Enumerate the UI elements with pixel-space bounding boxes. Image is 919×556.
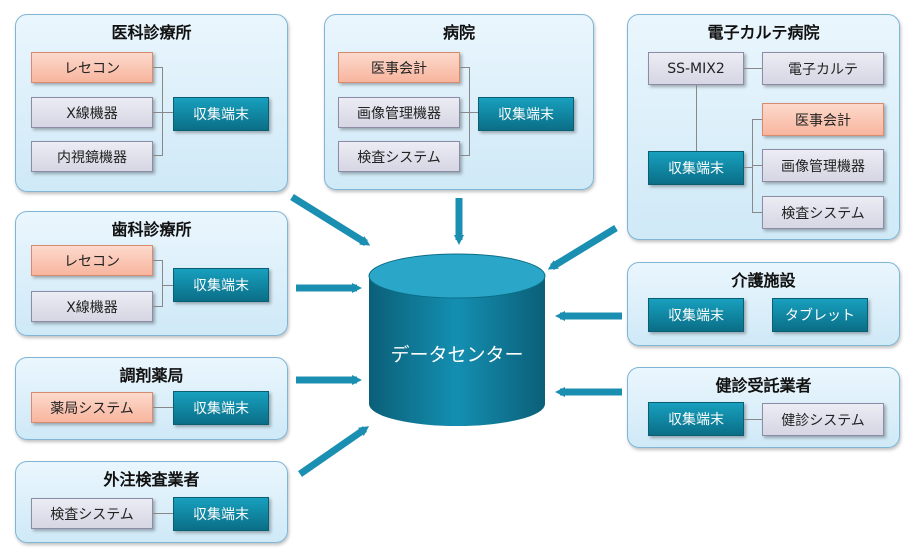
collector-terminal: 収集端末: [173, 497, 269, 531]
collector-terminal: 収集端末: [648, 298, 744, 332]
device-lab-system: 検査システム: [338, 141, 460, 172]
device-medical-accounting: 医事会計: [762, 103, 884, 136]
group-title: 歯科診療所: [111, 220, 192, 239]
connector: [744, 167, 752, 168]
device-rececon: レセコン: [31, 52, 153, 83]
group-clinic: 医科診療所 レセコン X線機器 内視鏡機器 収集端末: [15, 14, 288, 192]
device-xray: X線機器: [31, 291, 153, 322]
device-endoscope: 内視鏡機器: [31, 141, 153, 172]
connector: [752, 165, 762, 166]
device-image-management: 画像管理機器: [762, 149, 884, 182]
connector: [696, 85, 697, 151]
connector: [460, 112, 478, 113]
collector-terminal: 収集端末: [173, 268, 269, 302]
connector: [153, 407, 173, 408]
connector: [153, 67, 163, 156]
group-hospital: 病院 医事会計 画像管理機器 検査システム 収集端末: [324, 14, 594, 190]
collector-terminal: 収集端末: [478, 97, 574, 131]
group-pharmacy: 調剤薬局 薬局システム 収集端末: [15, 357, 288, 440]
device-lab-system: 検査システム: [31, 498, 153, 529]
connector: [153, 260, 163, 307]
group-ehr-hospital: 電子カルテ病院 SS-MIX2 電子カルテ 収集端末 医事会計 画像管理機器 検…: [627, 14, 900, 240]
group-care: 介護施設 収集端末 タブレット: [627, 262, 900, 346]
device-rececon: レセコン: [31, 245, 153, 276]
group-title: 病院: [442, 23, 475, 42]
device-pharmacy-system: 薬局システム: [31, 392, 153, 423]
group-dental: 歯科診療所 レセコン X線機器 収集端末: [15, 211, 288, 336]
connector: [744, 419, 762, 420]
group-title: 医科診療所: [111, 23, 192, 42]
collector-terminal: 収集端末: [648, 151, 744, 185]
device-xray: X線機器: [31, 97, 153, 128]
connector: [460, 67, 470, 156]
device-checkup-system: 健診システム: [762, 403, 884, 436]
connector: [153, 112, 173, 113]
device-lab-system: 検査システム: [762, 196, 884, 229]
group-title: 介護施設: [731, 271, 796, 290]
device-image-management: 画像管理機器: [338, 97, 460, 128]
datacenter-label: データセンター: [390, 344, 524, 366]
collector-terminal: 収集端末: [173, 391, 269, 425]
collector-terminal: 収集端末: [173, 97, 269, 131]
device-medical-accounting: 医事会計: [338, 52, 460, 83]
ssmix2-box: SS-MIX2: [648, 52, 744, 85]
group-lab: 外注検査業者 検査システム 収集端末: [15, 461, 288, 543]
group-title: 外注検査業者: [103, 470, 200, 489]
group-title: 電子カルテ病院: [707, 23, 820, 42]
tablet-box: タブレット: [772, 298, 868, 332]
arrow-ehr-hospital: [547, 225, 618, 270]
connector: [744, 68, 762, 69]
connector: [752, 119, 762, 213]
group-title: 調剤薬局: [119, 366, 184, 385]
group-title: 健診受託業者: [715, 376, 812, 395]
arrow-lab: [298, 426, 370, 477]
datacenter-cylinder: [368, 253, 546, 426]
arrow-clinic: [290, 194, 371, 246]
connector: [163, 285, 173, 286]
group-checkup: 健診受託業者 収集端末 健診システム: [627, 367, 900, 448]
collector-terminal: 収集端末: [648, 402, 744, 436]
connector: [153, 513, 173, 514]
ehr-box: 電子カルテ: [762, 52, 884, 85]
